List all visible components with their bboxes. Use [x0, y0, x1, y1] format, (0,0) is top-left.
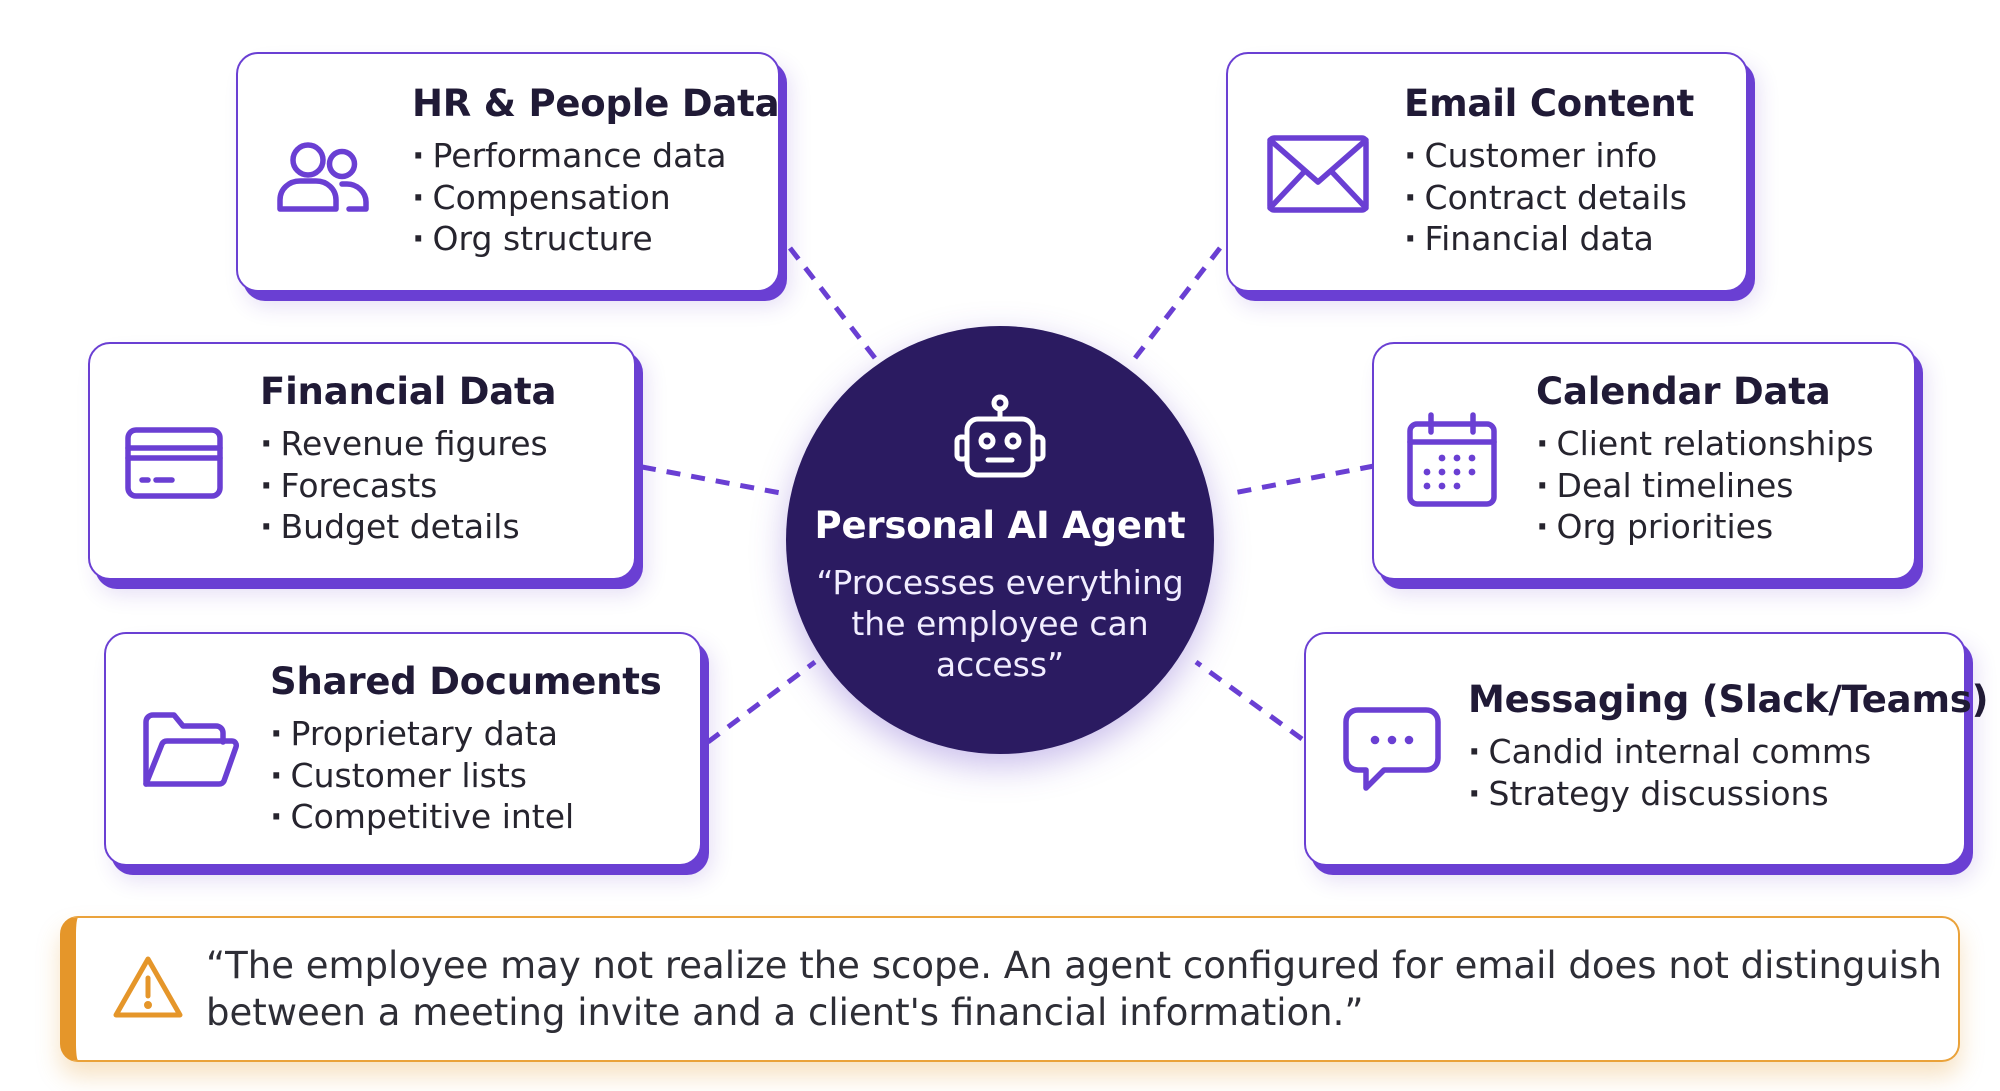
- list-item: Forecasts: [260, 465, 556, 507]
- hub-quote: “Processes everything the employee can a…: [816, 563, 1184, 684]
- warning-text: “The employee may not realize the scope.…: [206, 944, 1942, 1034]
- card-title-documents: Shared Documents: [270, 660, 662, 703]
- connector-documents: [706, 659, 817, 745]
- list-item: Org structure: [412, 218, 779, 260]
- list-item: Budget details: [260, 506, 556, 548]
- card-list-messaging: Candid internal comms Strategy discussio…: [1468, 731, 1988, 814]
- list-item: Customer info: [1404, 135, 1694, 177]
- card-title-financial: Financial Data: [260, 370, 557, 413]
- list-item: Contract details: [1404, 177, 1694, 219]
- list-item: Financial data: [1404, 218, 1694, 260]
- credit-card-icon: [120, 410, 228, 518]
- list-item: Client relationships: [1536, 423, 1874, 465]
- list-item: Proprietary data: [270, 713, 662, 755]
- folder-icon: [136, 698, 244, 806]
- envelope-icon: [1264, 120, 1372, 228]
- source-card-financial: Financial Data Revenue figures Forecasts…: [88, 342, 636, 580]
- source-card-messaging: Messaging (Slack/Teams) Candid internal …: [1304, 632, 1989, 866]
- list-item: Customer lists: [270, 755, 662, 797]
- card-list-email: Customer info Contract details Financial…: [1404, 135, 1694, 260]
- warning-callout: “The employee may not realize the scope.…: [60, 916, 1960, 1062]
- list-item: Revenue figures: [260, 423, 556, 465]
- connector-messaging: [1194, 659, 1304, 742]
- list-item: Competitive intel: [270, 796, 662, 838]
- card-title-hr: HR & People Data: [412, 82, 780, 125]
- source-card-hr: HR & People Data Performance data Compen…: [236, 52, 780, 292]
- calendar-icon: [1398, 406, 1506, 514]
- list-item: Deal timelines: [1536, 465, 1874, 507]
- chat-bubble-icon: [1338, 694, 1446, 802]
- source-card-documents: Shared Documents Proprietary data Custom…: [104, 632, 702, 866]
- hub-title: Personal AI Agent: [814, 504, 1186, 547]
- robot-icon: [954, 394, 1046, 478]
- connector-calendar: [1227, 463, 1375, 497]
- card-title-email: Email Content: [1404, 82, 1695, 125]
- card-list-hr: Performance data Compensation Org struct…: [412, 135, 779, 260]
- card-title-calendar: Calendar Data: [1536, 370, 1831, 413]
- list-item: Candid internal comms: [1468, 731, 1988, 773]
- source-card-email: Email Content Customer info Contract det…: [1226, 52, 1748, 292]
- list-item: Org priorities: [1536, 506, 1874, 548]
- connector-financial: [641, 464, 787, 497]
- list-item: Compensation: [412, 177, 779, 219]
- personal-ai-agent-hub: Personal AI Agent “Processes everything …: [786, 326, 1214, 754]
- connector-email: [1130, 246, 1222, 364]
- connector-hr: [788, 246, 880, 364]
- list-item: Strategy discussions: [1468, 773, 1988, 815]
- card-list-financial: Revenue figures Forecasts Budget details: [260, 423, 556, 548]
- list-item: Performance data: [412, 135, 779, 177]
- warning-icon: [113, 956, 183, 1018]
- card-title-messaging: Messaging (Slack/Teams): [1468, 678, 1989, 721]
- card-list-calendar: Client relationships Deal timelines Org …: [1536, 423, 1874, 548]
- card-list-documents: Proprietary data Customer lists Competit…: [270, 713, 662, 838]
- source-card-calendar: Calendar Data Client relationships Deal …: [1372, 342, 1916, 580]
- people-icon: [268, 120, 376, 228]
